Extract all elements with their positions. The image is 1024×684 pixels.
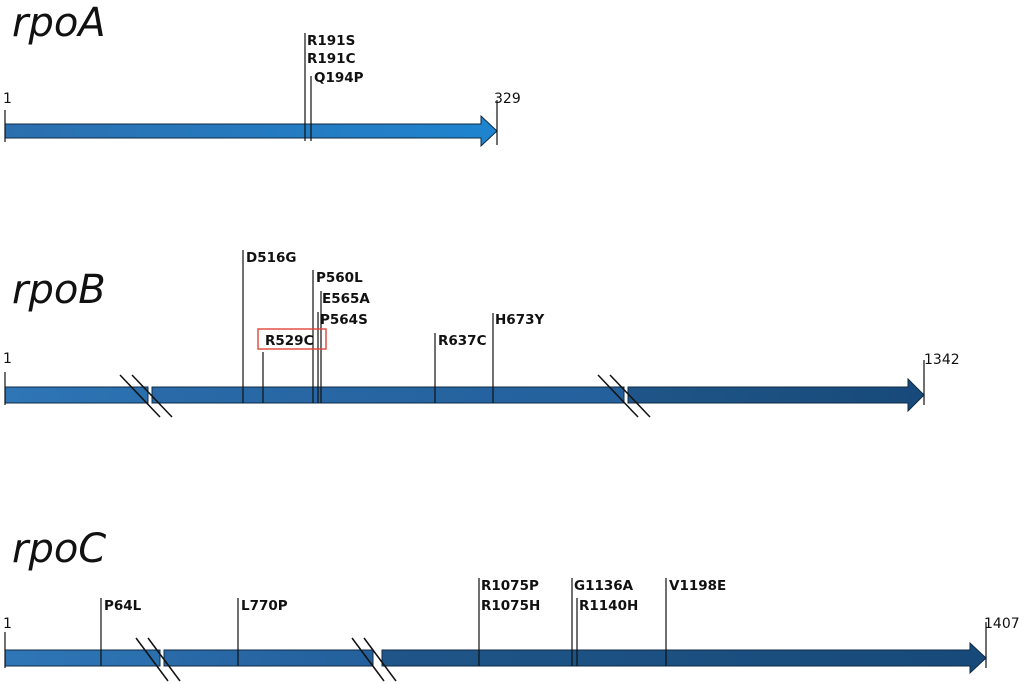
mutation-label: R1075P — [481, 578, 539, 594]
mutation-label: R1140H — [579, 598, 638, 614]
gene-arrow — [4, 114, 498, 148]
gene-segment — [4, 649, 161, 667]
mutation-label: P64L — [104, 598, 142, 614]
mutation-label: R191C — [307, 51, 356, 67]
gene-rpoB: rpoB 1 1342 D516G R529C P560L E565A P564… — [3, 250, 960, 418]
gene-title: rpoB — [12, 267, 106, 313]
end-label: 329 — [494, 91, 521, 107]
break-mark — [119, 374, 173, 418]
start-label: 1 — [3, 351, 12, 367]
start-label: 1 — [3, 91, 12, 107]
gene-title: rpoA — [12, 0, 106, 46]
gene-segment — [163, 649, 374, 667]
gene-title: rpoC — [12, 526, 106, 572]
highlight-box — [257, 328, 327, 350]
mutation-label: E565A — [322, 291, 370, 307]
mutation-label: H673Y — [495, 312, 544, 328]
break-mark — [597, 374, 651, 418]
gene-segment — [4, 386, 149, 404]
mutation-label: P564S — [320, 312, 368, 328]
mutation-label: Q194P — [314, 70, 364, 86]
mutation-label: D516G — [246, 250, 296, 266]
break-mark — [135, 637, 181, 682]
mutation-label: R191S — [307, 33, 355, 49]
start-label: 1 — [3, 616, 12, 632]
mutation-label-highlighted: R529C — [265, 333, 314, 349]
gene-rpoC: rpoC 1 1407 P64L L770P R1075P R1075H G11… — [3, 526, 1020, 682]
mutation-label: R1075H — [481, 598, 540, 614]
end-label: 1407 — [984, 616, 1020, 632]
mutation-label: R637C — [438, 333, 487, 349]
end-label: 1342 — [924, 352, 960, 368]
mutation-label: P560L — [316, 270, 363, 286]
break-mark — [351, 637, 397, 682]
mutation-label: G1136A — [574, 578, 634, 594]
gene-rpoA: rpoA 1 329 R191S R191C Q194P — [3, 0, 521, 148]
gene-arrow — [627, 377, 925, 413]
mutation-label: V1198E — [669, 578, 726, 594]
mutation-label: L770P — [241, 598, 288, 614]
gene-arrow — [381, 641, 987, 675]
gene-segment — [151, 386, 625, 404]
